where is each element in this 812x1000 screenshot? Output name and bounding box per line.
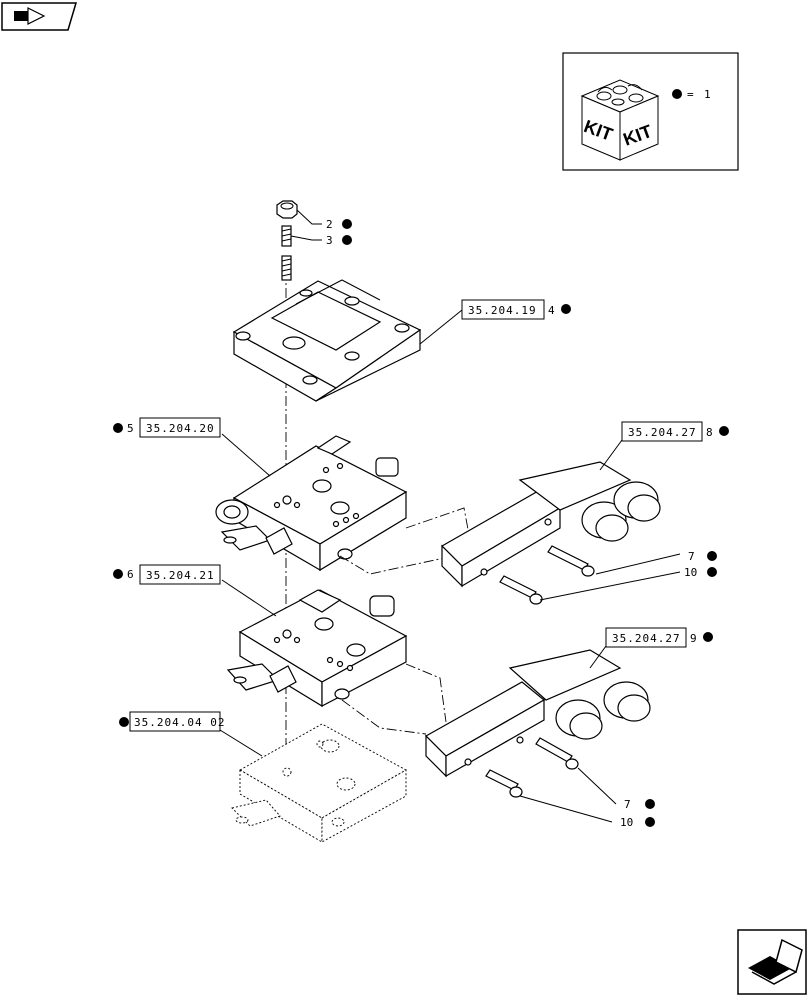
ref-35-204-19: 35.204.19 bbox=[468, 304, 537, 317]
kit-legend-count: 1 bbox=[704, 88, 711, 101]
optional-valve-section-ghost[interactable] bbox=[231, 723, 407, 843]
kit-legend: KIT KIT = 1 bbox=[562, 52, 739, 171]
kit-dot-10-a bbox=[707, 567, 717, 577]
callout-9: 9 bbox=[690, 632, 697, 645]
screw-10a-part[interactable] bbox=[499, 575, 543, 605]
kit-dot-35-204-04 bbox=[119, 717, 129, 727]
screw-7a-part[interactable] bbox=[547, 545, 595, 577]
ref-box-35-204-21[interactable]: 35.204.21 bbox=[139, 564, 221, 585]
cover-plate-part[interactable] bbox=[232, 279, 422, 402]
cap-nut-part[interactable] bbox=[276, 200, 298, 219]
ref-35-204-04-02: 35.204.04 02 bbox=[134, 716, 225, 729]
next-page-icon[interactable] bbox=[737, 929, 807, 995]
kit-dot-5 bbox=[113, 423, 123, 433]
kit-dot-4 bbox=[561, 304, 571, 314]
back-nav-icon[interactable] bbox=[1, 2, 78, 31]
kit-dot-3 bbox=[342, 235, 352, 245]
ref-35-204-27-b: 35.204.27 bbox=[612, 632, 681, 645]
valve-section-1-part[interactable] bbox=[215, 435, 408, 572]
ref-35-204-21: 35.204.21 bbox=[146, 569, 215, 582]
kit-legend-equals: = bbox=[687, 88, 694, 101]
ref-box-35-204-20[interactable]: 35.204.20 bbox=[139, 417, 221, 438]
kit-box-icon: KIT KIT bbox=[580, 79, 660, 161]
stud-part[interactable] bbox=[281, 225, 292, 281]
callout-7-b: 7 bbox=[624, 798, 631, 811]
callout-10-b: 10 bbox=[620, 816, 633, 829]
ref-box-35-204-04-02[interactable]: 35.204.04 02 bbox=[129, 711, 225, 732]
leader-lines bbox=[219, 209, 681, 823]
kit-dot-7-a bbox=[707, 551, 717, 561]
ref-box-35-204-27-b[interactable]: 35.204.27 bbox=[605, 627, 687, 648]
callout-5: 5 bbox=[127, 422, 134, 435]
callout-10-a: 10 bbox=[684, 566, 697, 579]
kit-legend-dot bbox=[672, 89, 682, 99]
callout-2: 2 bbox=[326, 218, 333, 231]
kit-dot-9 bbox=[703, 632, 713, 642]
screw-7b-part[interactable] bbox=[535, 737, 579, 770]
kit-dot-8 bbox=[719, 426, 729, 436]
callout-7-a: 7 bbox=[688, 550, 695, 563]
callout-8: 8 bbox=[706, 426, 713, 439]
coupler-block-1-part[interactable] bbox=[339, 461, 661, 588]
ref-box-35-204-19[interactable]: 35.204.19 bbox=[461, 299, 545, 320]
kit-dot-6 bbox=[113, 569, 123, 579]
kit-dot-10-b bbox=[645, 817, 655, 827]
kit-dot-2 bbox=[342, 219, 352, 229]
coupler-block-2-part[interactable] bbox=[341, 649, 651, 778]
valve-section-2-part[interactable] bbox=[226, 589, 408, 708]
ref-35-204-27-a: 35.204.27 bbox=[628, 426, 697, 439]
ref-box-35-204-27-a[interactable]: 35.204.27 bbox=[621, 421, 703, 442]
callout-3: 3 bbox=[326, 234, 333, 247]
screw-10b-part[interactable] bbox=[485, 769, 523, 798]
kit-dot-7-b bbox=[645, 799, 655, 809]
ref-35-204-20: 35.204.20 bbox=[146, 422, 215, 435]
callout-6: 6 bbox=[127, 568, 134, 581]
callout-4: 4 bbox=[548, 304, 555, 317]
